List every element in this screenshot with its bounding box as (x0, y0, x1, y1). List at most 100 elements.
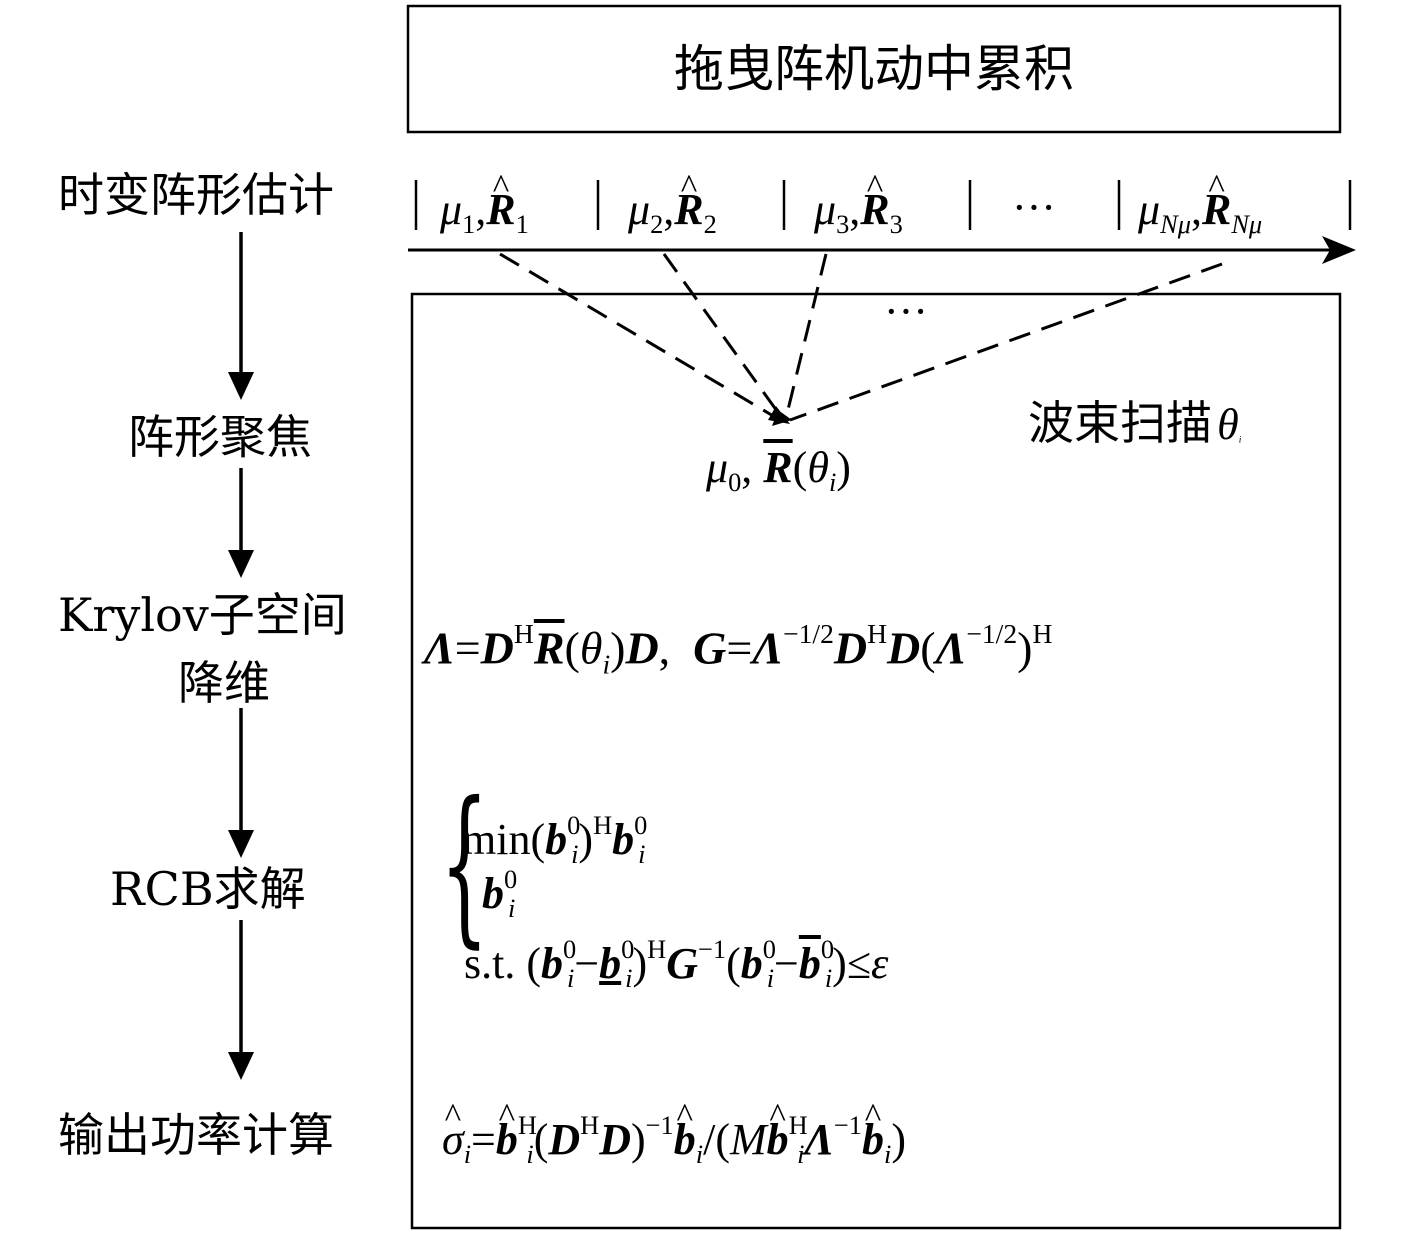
step-array-focusing: 阵形聚焦 (128, 410, 312, 464)
rcb-c-b4-sup: 0 (820, 934, 835, 964)
seg3-r: R (860, 185, 890, 234)
seg3-mu: μ (814, 185, 837, 234)
focus-dashed-lines (499, 252, 1223, 422)
rcb-c-b3: b (740, 938, 763, 988)
title-label: 拖曳阵机动中累积 (674, 40, 1074, 98)
focus-line-2 (662, 253, 784, 419)
kr-d2: D (625, 622, 659, 674)
seg3-mu-sub: 3 (836, 209, 850, 240)
pw-b3-sub: i (797, 1139, 805, 1170)
segn-mu-sub: Nμ (1160, 209, 1191, 240)
kr-theta-sub: i (602, 648, 611, 680)
kr-half1: −1/2 (783, 618, 834, 649)
process-ellipsis: ··· (884, 287, 928, 336)
focus-mu-sub: 0 (728, 467, 742, 498)
rcb-constraint: s.t. (b0i−b0i)HG−1(b0i−b0i)≤ε (464, 934, 889, 994)
seg1-r: R (486, 185, 516, 234)
kr-d4: D (887, 622, 921, 674)
rcb-h1: H (593, 810, 613, 840)
rcb-c-eps: ε (870, 938, 889, 988)
pw-b4: b (861, 1114, 884, 1164)
rcb-c-b1-sub: i (566, 963, 575, 994)
focus-line-3 (784, 253, 828, 419)
pw-b3-sup: H (788, 1110, 808, 1140)
pw-sigma-sub: i (463, 1139, 472, 1170)
rcb-st: s.t. (464, 938, 516, 988)
pw-d1: D (548, 1114, 581, 1164)
kr-lam: Λ (424, 622, 455, 674)
seg2-r: R (674, 185, 704, 234)
rcb-b2: b (612, 814, 635, 864)
rcb-c-g: G (666, 938, 698, 988)
rcb-var-b: b (482, 868, 504, 918)
rcb-c-b4: b (798, 938, 821, 988)
rcb-c-b1: b (541, 938, 564, 988)
segn-mu: μ (1138, 185, 1161, 234)
rcb-b2-sub: i (638, 839, 646, 870)
kr-g: G (693, 622, 727, 674)
pw-d1-sup: H (580, 1110, 600, 1140)
timeline-segment-3: μ3,^R3 (814, 166, 903, 240)
focus-line-4 (789, 262, 1223, 422)
pw-b2-sub: i (695, 1139, 704, 1170)
rcb-c-h: H (647, 934, 667, 964)
kr-half2: −1/2 (966, 618, 1018, 649)
focus-theta: θ (807, 443, 829, 492)
seg1-r-sub: 1 (515, 209, 529, 240)
pw-d2: D (599, 1114, 632, 1164)
rcb-objective: min(b0i)Hb0i (462, 810, 648, 870)
pw-lam: Λ (804, 1114, 834, 1164)
seg3-r-sub: 3 (889, 209, 903, 240)
kr-theta: θ (579, 622, 603, 674)
rcb-b1-sub: i (571, 839, 579, 870)
timeline-segment-1: μ1,^R1 (440, 166, 529, 240)
timeline-separators (414, 180, 1352, 230)
timeline-ellipsis: ··· (1012, 183, 1056, 232)
rcb-var-sub: i (507, 893, 516, 924)
process-box (410, 292, 1342, 1230)
rcb-var-sup: 0 (504, 864, 518, 894)
rcb-c-leq: ≤ (846, 938, 871, 988)
beam-scan-theta-sub: i (1238, 434, 1242, 446)
focus-line-1 (499, 252, 781, 422)
rcb-c-b3-sup: 0 (762, 934, 776, 964)
rcb-b1: b (545, 814, 568, 864)
step-output-power: 输出功率计算 (58, 1108, 334, 1162)
rcb-c-b3-sub: i (766, 963, 775, 994)
seg2-r-sub: 2 (703, 209, 717, 240)
step-rcb-solve: RCB求解 (110, 862, 306, 916)
segn-r: R (1201, 185, 1232, 234)
step-krylov-line2: 降维 (178, 656, 270, 710)
focus-arrowheads (768, 406, 792, 426)
kr-r: R (533, 622, 565, 674)
rcb-min: min (462, 814, 531, 864)
focus-theta-sub: i (828, 467, 837, 498)
kr-lam2: Λ (752, 622, 784, 674)
rcb-c-b1-sup: 0 (563, 934, 577, 964)
timeline-segment-2: μ2,^R2 (628, 166, 717, 240)
kr-d3: D (833, 622, 868, 674)
rcb-min-variable: b0i (482, 864, 518, 924)
focus-result: μ0, R(θi) (706, 443, 851, 498)
rcb-b2-sup: 0 (634, 810, 648, 840)
pw-b4-sub: i (883, 1139, 892, 1170)
step-krylov-line1: Krylov子空间 (58, 588, 347, 642)
focus-r: R (763, 443, 793, 492)
rcb-brace: { (440, 766, 489, 964)
beam-scan-theta: θ (1217, 400, 1239, 449)
rcb-c-b2-sub: i (625, 963, 633, 994)
kr-h3: H (1032, 618, 1053, 649)
seg1-mu: μ (440, 185, 463, 234)
pw-sigma: σ (442, 1114, 464, 1164)
seg2-mu: μ (628, 185, 651, 234)
timeline-segment-n: μNμ,^RNμ (1138, 166, 1263, 240)
rcb-c-b2-sup: 0 (621, 934, 635, 964)
kr-d1: D (480, 622, 514, 674)
segn-r-sub: Nμ (1231, 209, 1263, 240)
seg2-mu-sub: 2 (650, 209, 664, 240)
rcb-c-b4-sub: i (824, 963, 833, 994)
title-box (406, 4, 1342, 134)
pw-inv1: −1 (645, 1110, 674, 1140)
focus-mu: μ (706, 443, 729, 492)
power-equation: ^σi=^bHi(DHD)−1^bi/(M^bHiΛ−1^bi) (442, 1096, 906, 1170)
